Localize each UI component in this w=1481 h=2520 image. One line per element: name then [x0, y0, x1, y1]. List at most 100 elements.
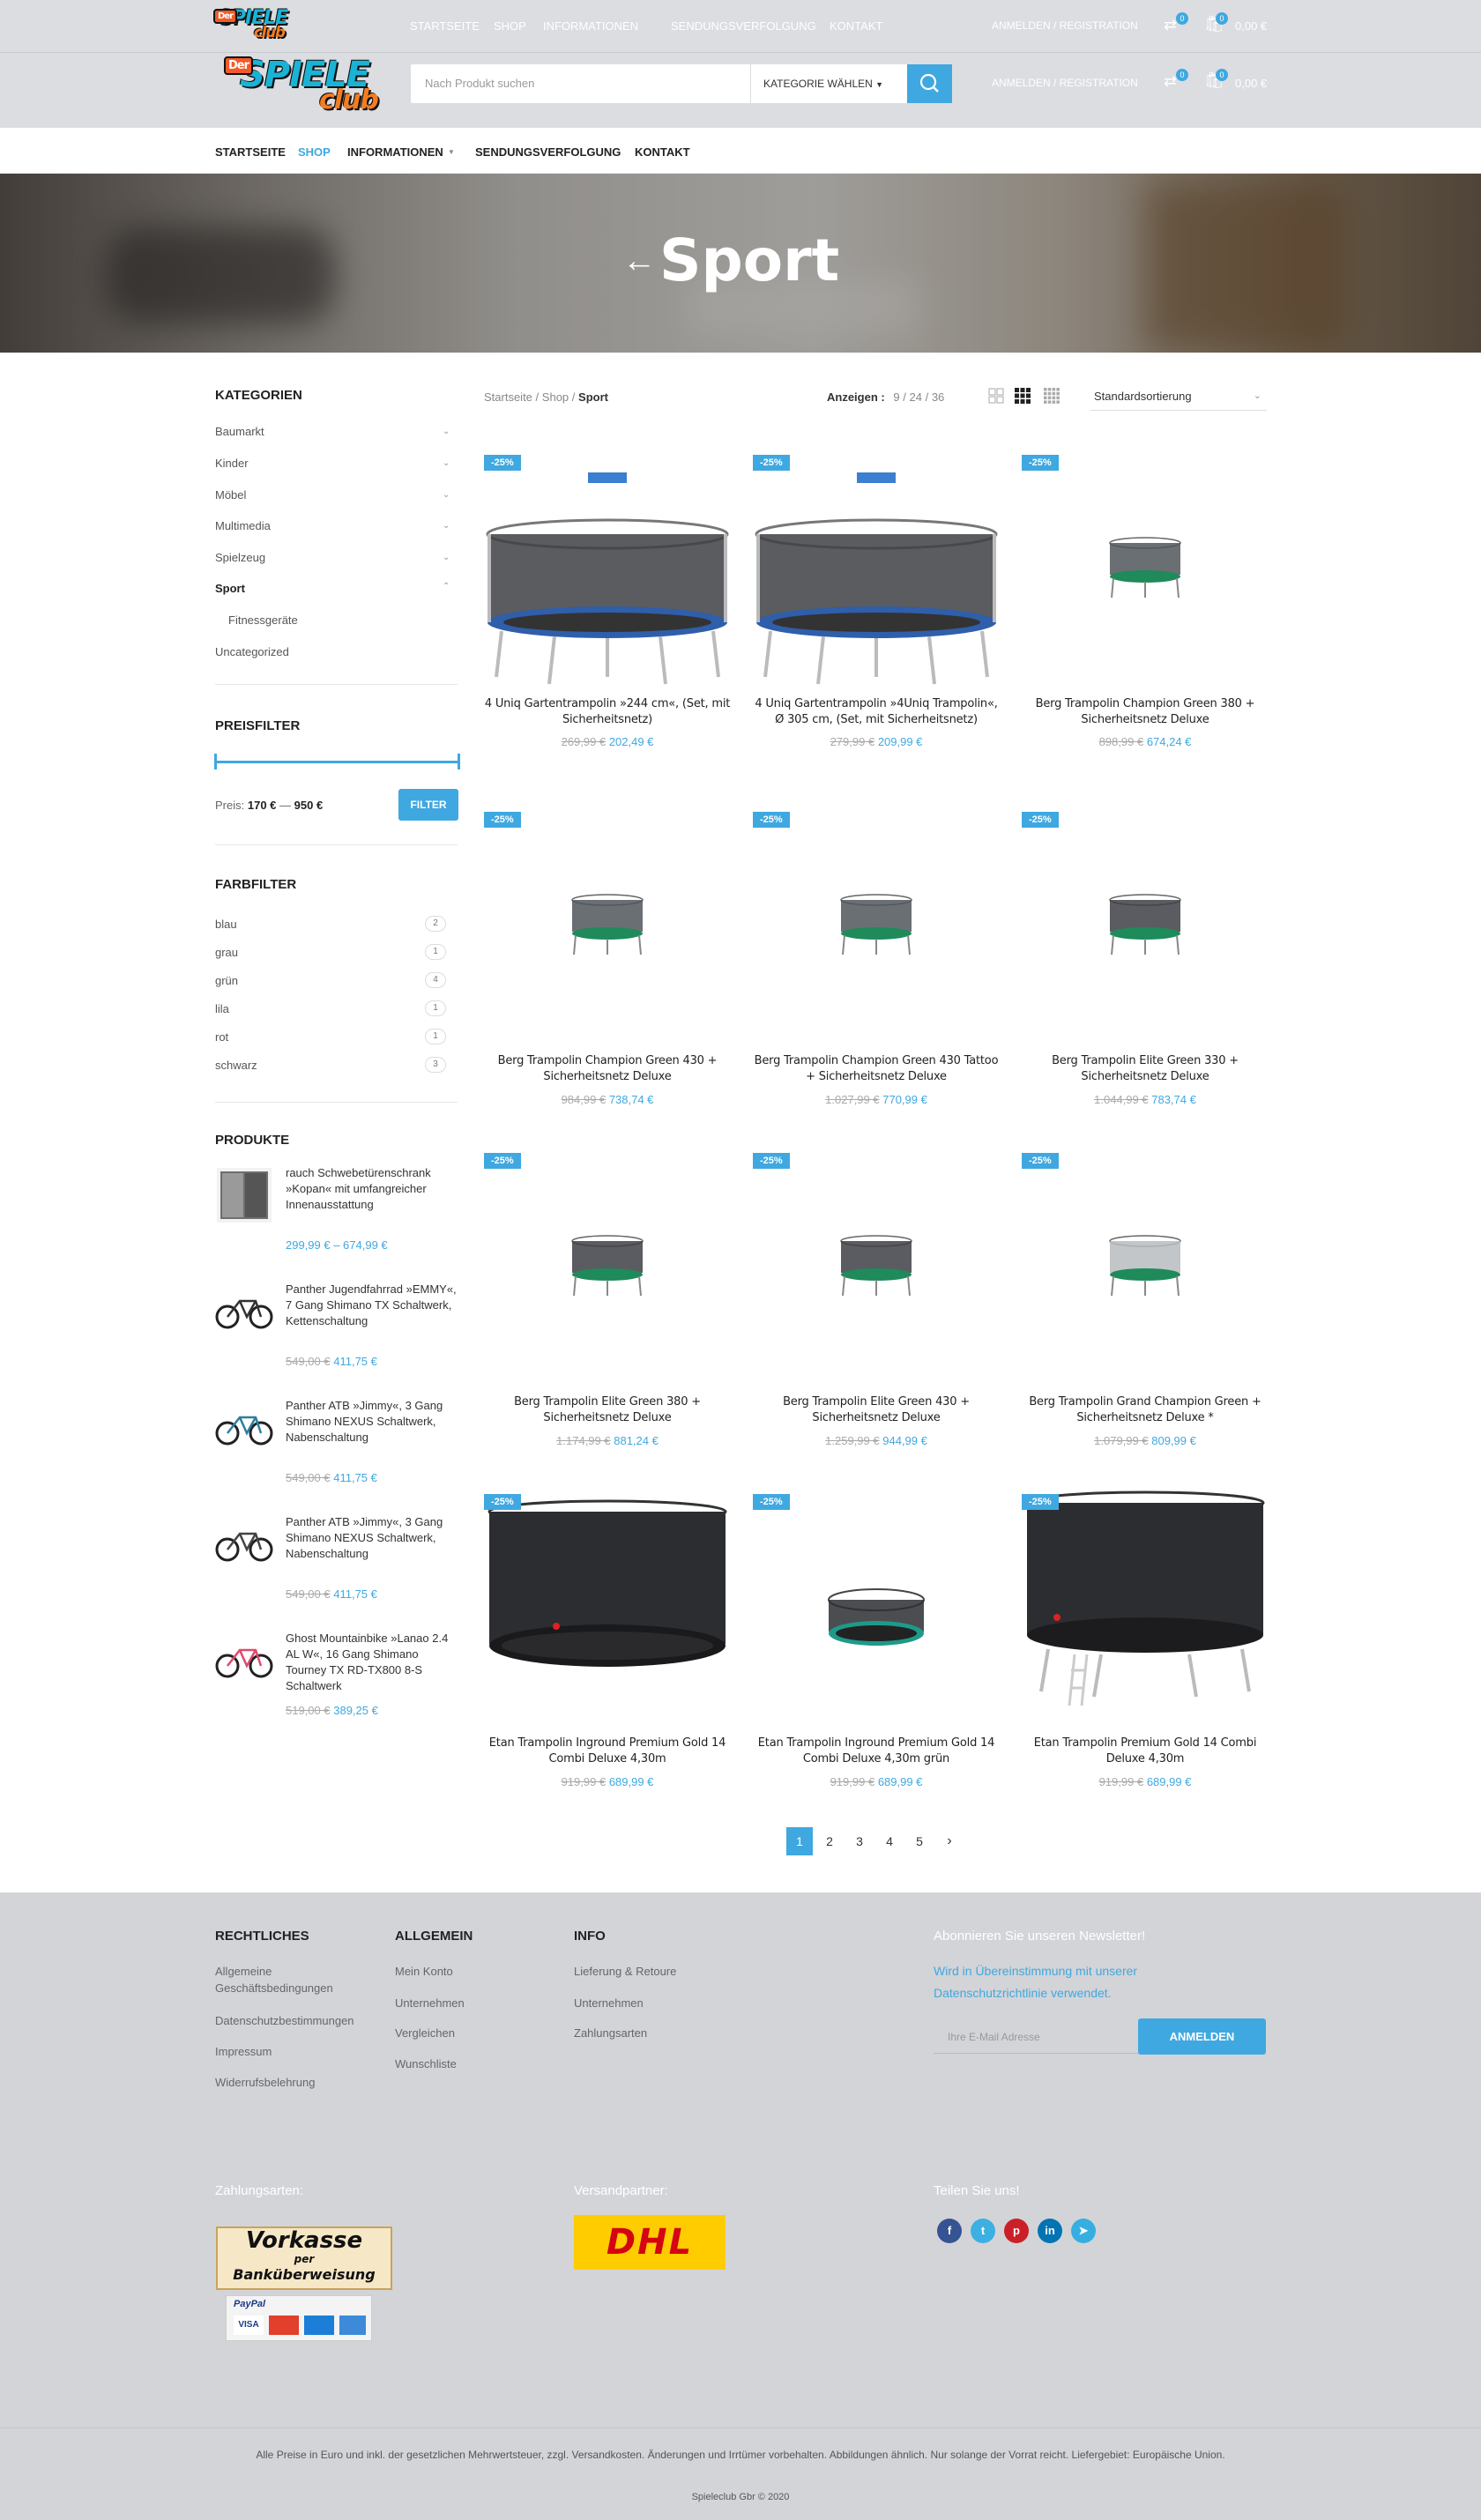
product-image[interactable] [753, 446, 1000, 693]
filter-button[interactable]: FILTER [398, 789, 458, 821]
product-title[interactable]: Berg Trampolin Champion Green 430 + Sich… [497, 1054, 718, 1083]
chevron-down-icon[interactable]: ⌄ [443, 427, 450, 436]
chevron-down-icon[interactable]: ⌄ [443, 521, 450, 531]
category-fitnessgeraete[interactable]: Fitnessgeräte [228, 613, 298, 627]
footer-link[interactable]: Datenschutzbestimmungen [215, 2014, 354, 2027]
page-1[interactable]: 1 [786, 1827, 813, 1855]
linkedin-icon[interactable]: in [1038, 2219, 1062, 2243]
top-nav-sendungsverfolgung[interactable]: SENDUNGSVERFOLGUNG [671, 19, 816, 33]
header-compare-icon[interactable]: ⇄ [1164, 72, 1178, 90]
product-title[interactable]: Berg Trampolin Elite Green 430 + Sicherh… [783, 1395, 970, 1424]
page-3[interactable]: 3 [856, 1834, 863, 1848]
product-thumb-bike[interactable] [215, 1629, 273, 1687]
nav-startseite[interactable]: STARTSEITE [215, 145, 286, 159]
top-login-link[interactable]: ANMELDEN / REGISTRATION [992, 19, 1138, 32]
category-uncategorized[interactable]: Uncategorized [215, 645, 289, 658]
logo[interactable]: Der SPIELE club [224, 55, 379, 115]
footer-link[interactable]: Vergleichen [395, 2026, 455, 2040]
product-thumb-bike[interactable] [215, 1280, 273, 1338]
category-sport[interactable]: Sport [215, 582, 245, 595]
product-image[interactable] [753, 803, 1000, 1050]
nav-sendungsverfolgung[interactable]: SENDUNGSVERFOLGUNG [475, 145, 621, 159]
page-5[interactable]: 5 [916, 1834, 923, 1848]
product-title[interactable]: 4 Uniq Gartentrampolin »244 cm«, (Set, m… [484, 697, 731, 726]
product-title[interactable]: Berg Trampolin Grand Champion Green + Si… [1029, 1395, 1261, 1424]
product-thumb-bike[interactable] [215, 1513, 273, 1571]
chevron-down-icon[interactable]: ⌄ [443, 490, 450, 500]
next-page-icon[interactable]: › [947, 1833, 952, 1848]
sidebar-product-name[interactable]: Ghost Mountainbike »Lanao 2.4 AL W«, 16 … [286, 1632, 449, 1692]
color-filter-blau[interactable]: blau [215, 918, 237, 931]
footer-link[interactable]: Zahlungsarten [574, 2026, 648, 2040]
product-image[interactable] [484, 446, 731, 693]
product-image[interactable] [484, 803, 731, 1050]
top-nav-shop[interactable]: SHOP [494, 19, 526, 33]
footer-link[interactable]: Impressum [215, 2045, 272, 2058]
footer-link[interactable]: Unternehmen [395, 1996, 465, 2010]
product-title[interactable]: Berg Trampolin Elite Green 380 + Sicherh… [514, 1395, 701, 1424]
pinterest-icon[interactable]: p [1004, 2219, 1029, 2243]
color-filter-grau[interactable]: grau [215, 946, 239, 959]
product-image[interactable] [1022, 1144, 1269, 1391]
chevron-down-icon[interactable]: ⌄ [443, 458, 450, 468]
product-title[interactable]: Berg Trampolin Champion Green 430 Tattoo… [754, 1054, 999, 1083]
footer-link[interactable]: Widerrufsbelehrung [215, 2076, 316, 2089]
category-moebel[interactable]: Möbel [215, 488, 247, 502]
top-cart-total[interactable]: 0,00 € [1235, 19, 1268, 33]
nav-shop[interactable]: SHOP [298, 145, 331, 159]
per-page-24[interactable]: 24 [909, 390, 922, 404]
price-slider-handle-max[interactable] [458, 754, 460, 769]
product-title[interactable]: Etan Trampolin Inground Premium Gold 14 … [488, 1736, 726, 1765]
color-filter-schwarz[interactable]: schwarz [215, 1059, 257, 1072]
footer-link[interactable]: Mein Konto [395, 1965, 453, 1978]
color-filter-rot[interactable]: rot [215, 1030, 229, 1044]
telegram-icon[interactable]: ➤ [1071, 2219, 1096, 2243]
product-thumb-wardrobe[interactable] [215, 1166, 273, 1224]
product-title[interactable]: Berg Trampolin Elite Green 330 + Sicherh… [1052, 1054, 1239, 1083]
footer-link[interactable]: Unternehmen [574, 1996, 644, 2010]
nav-kontakt[interactable]: KONTAKT [635, 145, 690, 159]
search-button[interactable] [907, 64, 952, 103]
breadcrumb-home[interactable]: Startseite [484, 390, 532, 404]
header-cart-total[interactable]: 0,00 € [1235, 77, 1268, 90]
top-nav-informationen[interactable]: INFORMATIONEN [543, 19, 639, 33]
grid-4-icon[interactable] [1044, 388, 1060, 404]
sort-select[interactable]: Standardsortierung⌄ [1090, 381, 1267, 411]
facebook-icon[interactable]: f [937, 2219, 962, 2243]
product-title[interactable]: Berg Trampolin Champion Green 380 + Sich… [1035, 697, 1255, 726]
price-slider-handle-min[interactable] [214, 754, 217, 769]
footer-link[interactable]: Wunschliste [395, 2057, 457, 2070]
product-image[interactable] [753, 1144, 1000, 1391]
product-image[interactable] [1022, 446, 1269, 693]
product-title[interactable]: 4 Uniq Gartentrampolin »4Uniq Trampolin«… [755, 697, 998, 726]
newsletter-email-input[interactable]: Ihre E-Mail Adresse [934, 2018, 1138, 2054]
newsletter-text[interactable]: Wird in Übereinstimmung mit unserer Date… [934, 1964, 1138, 2000]
product-image[interactable] [1022, 1485, 1269, 1732]
logo-small[interactable]: Der SPIELE club [213, 7, 288, 41]
color-filter-lila[interactable]: lila [215, 1002, 229, 1015]
product-image[interactable] [1022, 803, 1269, 1050]
nav-informationen[interactable]: INFORMATIONEN [347, 145, 443, 159]
grid-3-icon[interactable] [1015, 388, 1031, 404]
category-multimedia[interactable]: Multimedia [215, 519, 271, 532]
sidebar-product-name[interactable]: Panther ATB »Jimmy«, 3 Gang Shimano NEXU… [286, 1399, 443, 1444]
compare-icon[interactable]: ⇄ [1164, 16, 1178, 33]
twitter-icon[interactable]: t [971, 2219, 995, 2243]
category-spielzeug[interactable]: Spielzeug [215, 551, 266, 564]
breadcrumb-shop[interactable]: Shop [541, 390, 569, 404]
sidebar-product-name[interactable]: rauch Schwebetürenschrank »Kopan« mit um… [286, 1166, 431, 1211]
product-image[interactable] [753, 1485, 1000, 1732]
footer-link[interactable]: Lieferung & Retoure [574, 1965, 677, 1978]
product-image[interactable] [484, 1485, 731, 1732]
back-arrow-icon[interactable]: ← [622, 242, 656, 279]
category-baumarkt[interactable]: Baumarkt [215, 425, 264, 438]
top-nav-kontakt[interactable]: KONTAKT [830, 19, 883, 33]
search-input[interactable]: Nach Produkt suchen [425, 77, 535, 90]
product-title[interactable]: Etan Trampolin Premium Gold 14 Combi Del… [1033, 1736, 1257, 1765]
chevron-down-icon[interactable]: ⌄ [443, 553, 450, 562]
sidebar-product-name[interactable]: Panther ATB »Jimmy«, 3 Gang Shimano NEXU… [286, 1515, 443, 1560]
product-thumb-bike[interactable] [215, 1396, 273, 1454]
grid-2-icon[interactable] [988, 388, 1004, 404]
product-image[interactable] [484, 1144, 731, 1391]
per-page-9[interactable]: 9 [893, 390, 900, 404]
